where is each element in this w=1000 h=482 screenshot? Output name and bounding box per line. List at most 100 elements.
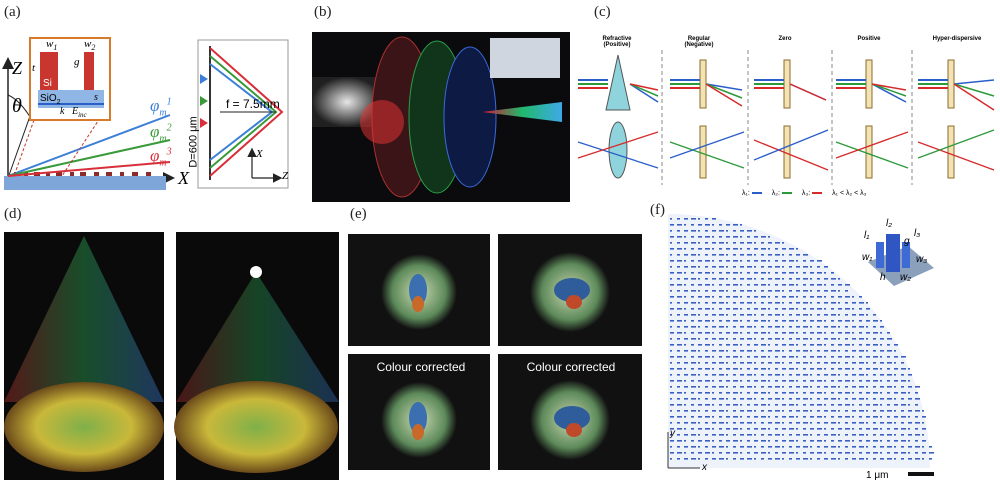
nanofin — [691, 362, 696, 364]
nanofin — [747, 236, 750, 238]
nanofin — [789, 254, 792, 256]
nanofin — [712, 446, 716, 448]
nanofin — [670, 398, 672, 400]
nanofin — [789, 320, 794, 322]
nanofin — [810, 338, 812, 340]
nanofin — [866, 398, 868, 400]
inset-label-k: k — [60, 106, 65, 117]
nanofin — [782, 422, 784, 424]
nanofin — [894, 446, 896, 448]
nanofin — [775, 368, 778, 370]
nanofin — [817, 320, 822, 322]
nanofin — [754, 248, 758, 250]
nanofin — [796, 428, 798, 430]
nanofin — [733, 440, 738, 442]
nanofin — [782, 260, 786, 262]
nanofin — [810, 356, 814, 358]
nanofin — [768, 266, 772, 268]
nanofin — [810, 272, 814, 274]
nanofin — [747, 410, 752, 412]
nanofin — [754, 446, 756, 448]
nanofin — [712, 266, 716, 268]
panel-label-a: (a) — [4, 4, 21, 20]
nanofin — [817, 458, 820, 460]
nanofin — [740, 374, 744, 376]
nanofin — [915, 410, 920, 412]
nanofin — [817, 362, 820, 364]
nanofin — [824, 338, 828, 340]
nanofin — [712, 428, 714, 430]
nanofin — [747, 344, 750, 346]
nanofin — [768, 386, 772, 388]
nanofin — [817, 422, 820, 424]
nanofin — [866, 416, 870, 418]
nanofin — [747, 458, 752, 460]
nanofin — [887, 446, 892, 448]
nanofin — [894, 356, 898, 358]
nanofin — [845, 398, 848, 400]
nanofin — [775, 422, 780, 424]
nanofin — [831, 410, 836, 412]
nanofin — [747, 422, 752, 424]
nanofin — [859, 314, 864, 316]
nanofin — [810, 362, 812, 364]
nanofin — [775, 410, 780, 412]
nanofin — [747, 260, 750, 262]
nanofin — [817, 266, 820, 268]
nanofin — [922, 428, 926, 430]
nanofin — [691, 350, 696, 352]
nanofin — [838, 338, 840, 340]
nanofin — [929, 452, 934, 454]
nanofin — [852, 416, 854, 418]
nanofin — [726, 422, 728, 424]
nanofin — [887, 458, 892, 460]
diameter-label: D=600 μm — [187, 116, 200, 168]
legend-lambda2: λ₂: — [771, 190, 780, 197]
nanofin — [859, 404, 862, 406]
nanofin — [845, 410, 848, 412]
nanofin — [852, 308, 854, 310]
nanofin — [712, 392, 714, 394]
nanofin — [719, 386, 724, 388]
nanofin — [775, 326, 780, 328]
nanofin — [677, 308, 682, 310]
nanofin — [852, 428, 854, 430]
nanofin — [908, 386, 912, 388]
inset-l1: l₁ — [864, 230, 870, 241]
nanofin — [887, 344, 890, 346]
nanofin — [747, 350, 752, 352]
nanofin — [789, 380, 794, 382]
nanofin — [838, 314, 840, 316]
nanofin — [698, 302, 700, 304]
nanofin — [817, 380, 822, 382]
nanofin — [684, 362, 688, 364]
nanofin — [677, 458, 680, 460]
nanofin — [719, 344, 722, 346]
nanofin — [873, 326, 876, 328]
nanofin — [684, 332, 686, 334]
nanofin — [726, 236, 730, 238]
nanofin — [887, 356, 890, 358]
column-title-regular: Regular(Negative) — [684, 36, 714, 48]
nanofin — [894, 416, 898, 418]
nanofin — [712, 380, 714, 382]
nanofin — [887, 398, 892, 400]
nanofin — [824, 422, 828, 424]
nanofin — [824, 386, 828, 388]
nanofin — [712, 338, 716, 340]
nanofin — [677, 434, 680, 436]
nanofin — [754, 266, 756, 268]
nanofin — [712, 296, 714, 298]
nanofin — [691, 398, 696, 400]
nanofin — [887, 416, 890, 418]
nanofin — [824, 428, 826, 430]
nanofin — [803, 446, 808, 448]
nanofin — [705, 422, 708, 424]
nanofin — [859, 332, 862, 334]
nanofin — [747, 230, 752, 232]
nanofin — [747, 254, 752, 256]
nanofin — [712, 320, 714, 322]
nanofin — [824, 302, 828, 304]
nanofin — [726, 260, 730, 262]
nanofin — [691, 224, 694, 226]
